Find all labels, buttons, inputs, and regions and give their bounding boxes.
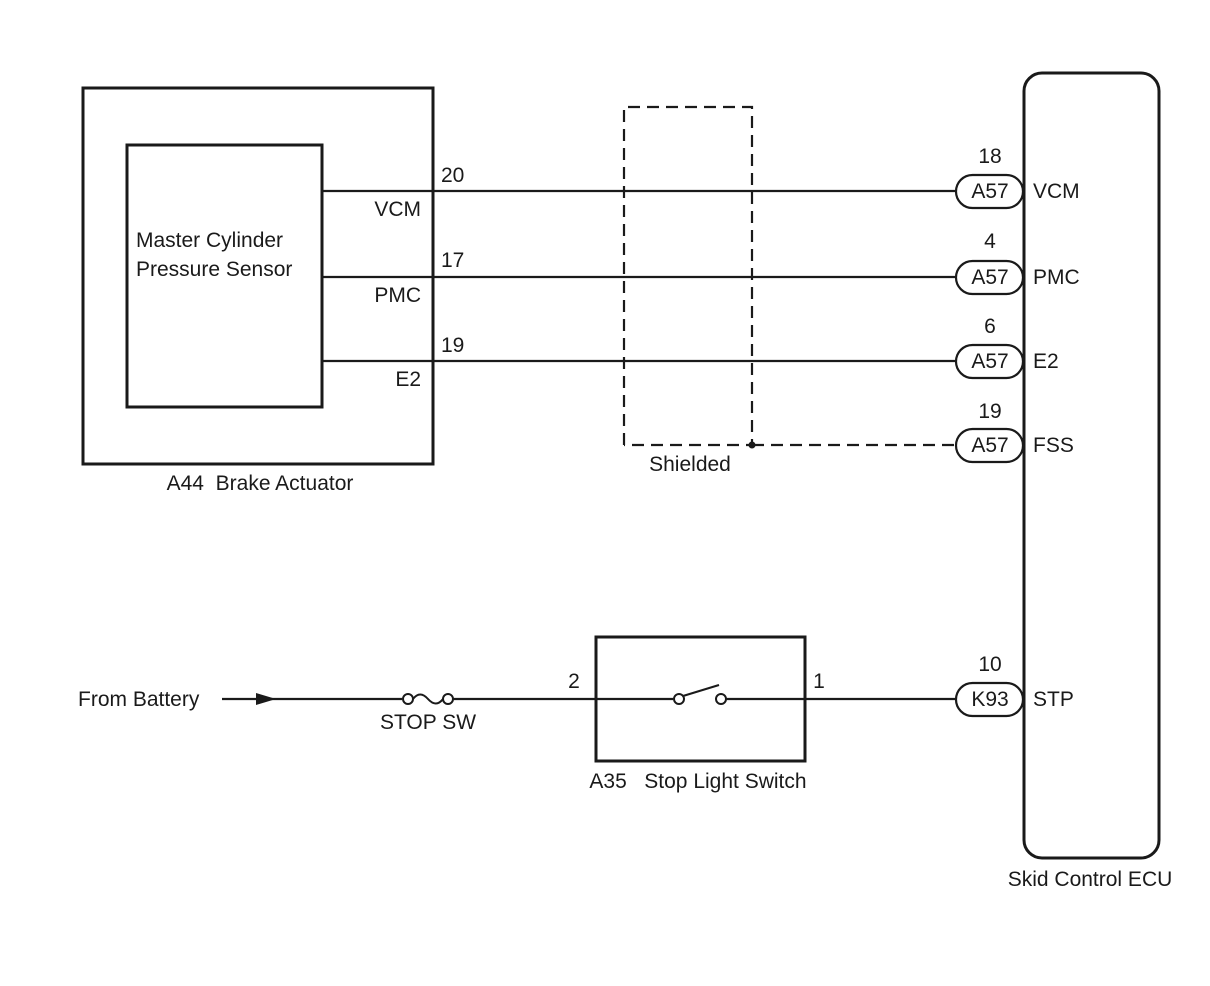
ecu-terminal-vcm: VCM — [1033, 180, 1080, 203]
ecu-pin-stp: 10 — [978, 653, 1001, 676]
switch-pin-out: 1 — [813, 670, 825, 693]
stop-light-switch-label: A35 Stop Light Switch — [589, 770, 806, 793]
connector-label-pmc: A57 — [971, 266, 1008, 289]
actuator-terminal-vcm: VCM — [374, 198, 421, 221]
connector-a57-vcm — [954, 173, 1025, 210]
fuse-label: STOP SW — [380, 711, 476, 734]
connector-label-stp: K93 — [971, 688, 1008, 711]
ecu-terminal-stp: STP — [1033, 688, 1074, 711]
ecu-pin-vcm: 18 — [978, 145, 1001, 168]
arrow-right-icon — [256, 693, 276, 705]
ecu-pin-fss: 19 — [978, 400, 1001, 423]
ecu-box — [1022, 71, 1161, 860]
actuator-pin-e2: 19 — [441, 334, 464, 357]
sensor-label-line1: Master Cylinder — [136, 229, 283, 252]
ecu-label: Skid Control ECU — [1008, 868, 1173, 891]
shield-junction-dot — [748, 441, 756, 449]
connector-a57-e2 — [954, 343, 1025, 380]
connector-label-fss: A57 — [971, 434, 1008, 457]
actuator-pin-pmc: 17 — [441, 249, 464, 272]
ecu-pin-pmc: 4 — [984, 230, 996, 253]
battery-label: From Battery — [78, 688, 200, 711]
actuator-terminal-e2: E2 — [395, 368, 421, 391]
actuator-pin-vcm: 20 — [441, 164, 464, 187]
shield-label: Shielded — [649, 453, 731, 476]
actuator-terminal-pmc: PMC — [374, 284, 421, 307]
ecu-pin-e2: 6 — [984, 315, 996, 338]
ecu-terminal-fss: FSS — [1033, 434, 1074, 457]
connector-label-e2: A57 — [971, 350, 1008, 373]
connector-label-vcm: A57 — [971, 180, 1008, 203]
ecu-terminal-pmc: PMC — [1033, 266, 1080, 289]
connector-a57-fss — [954, 427, 1025, 464]
shield-outline — [622, 105, 754, 447]
fuse-icon — [402, 693, 454, 705]
switch-pin-in: 2 — [568, 670, 580, 693]
connector-a57-pmc — [954, 259, 1025, 296]
sensor-label-line2: Pressure Sensor — [136, 258, 292, 281]
ecu-terminal-e2: E2 — [1033, 350, 1059, 373]
switch-contact-icon — [673, 683, 727, 705]
brake-actuator-label: A44 Brake Actuator — [167, 472, 354, 495]
